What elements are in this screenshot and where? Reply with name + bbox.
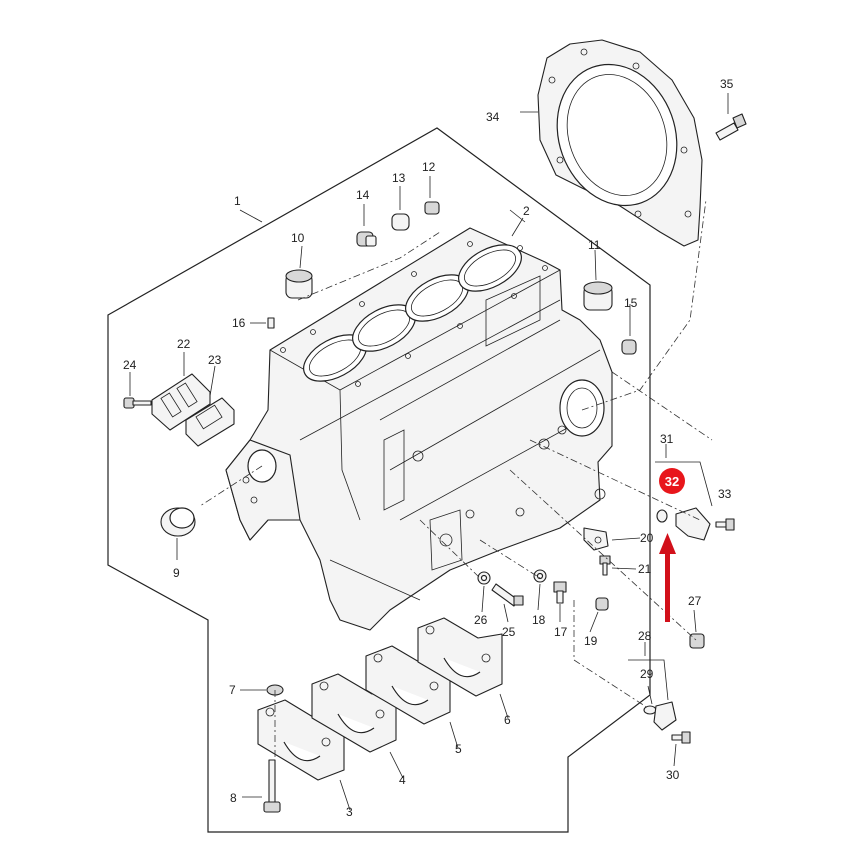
callout-5: 5 <box>455 742 462 756</box>
callout-27: 27 <box>688 594 702 608</box>
plug-12 <box>424 201 440 215</box>
centerline <box>581 199 707 411</box>
plug-14 <box>356 231 377 247</box>
callout-3: 3 <box>346 805 353 819</box>
centerline <box>529 439 701 521</box>
bolt-21 <box>599 555 611 576</box>
bolt-24 <box>123 397 152 409</box>
callout-9: 9 <box>173 566 180 580</box>
plug-27 <box>689 633 705 649</box>
callout-15: 15 <box>624 296 638 310</box>
callout-23: 23 <box>208 353 222 367</box>
callout-1: 1 <box>234 194 241 208</box>
engine-block <box>225 227 613 631</box>
bushing-11 <box>583 281 613 311</box>
callout-22: 22 <box>177 337 191 351</box>
callout-18: 18 <box>532 613 546 627</box>
bushing-10 <box>285 269 313 299</box>
callout-10: 10 <box>291 231 305 245</box>
callout-25: 25 <box>502 625 516 639</box>
bolt-33 <box>715 518 735 531</box>
callout-14: 14 <box>356 188 370 202</box>
centerline <box>297 231 441 301</box>
callout-24: 24 <box>123 358 137 372</box>
callout-4: 4 <box>399 773 406 787</box>
callout-35: 35 <box>720 77 734 91</box>
plug-19 <box>595 597 609 611</box>
callout-29: 29 <box>640 667 654 681</box>
callout-21: 21 <box>638 562 652 576</box>
washer-18 <box>533 569 547 583</box>
callout-12: 12 <box>422 160 436 174</box>
rear-seal-housing <box>537 39 703 247</box>
callout-26: 26 <box>474 613 488 627</box>
callout-11: 11 <box>588 238 601 252</box>
centerline <box>479 539 541 579</box>
callout-33: 33 <box>718 487 732 501</box>
callout-6: 6 <box>504 713 511 727</box>
highlight-callout-32: 32 <box>659 468 685 494</box>
fitting-20 <box>583 527 609 551</box>
centerline <box>573 600 649 709</box>
callout-20: 20 <box>640 531 654 545</box>
assembly-boundary <box>107 127 651 833</box>
callout-13: 13 <box>392 171 406 185</box>
centerline <box>611 371 713 441</box>
plug-15 <box>621 339 637 355</box>
callout-17: 17 <box>554 625 568 639</box>
callout-7: 7 <box>229 683 236 697</box>
callout-2: 2 <box>523 204 530 218</box>
callout-31: 31 <box>660 432 674 446</box>
gasket-23 <box>185 397 235 447</box>
bolt-30 <box>671 731 691 744</box>
bushing-9 <box>160 507 196 537</box>
callout-34: 34 <box>486 110 500 124</box>
callout-19: 19 <box>584 634 598 648</box>
sensor-31 <box>656 507 711 541</box>
highlight-arrow <box>659 533 676 622</box>
centerline <box>509 469 697 641</box>
bolt-25 <box>491 583 524 607</box>
bearing-cap-6 <box>417 617 503 697</box>
callout-8: 8 <box>230 791 237 805</box>
plug-13 <box>391 213 410 231</box>
callout-16: 16 <box>232 316 246 330</box>
bolt-17 <box>553 581 567 604</box>
bolt-8 <box>263 759 281 813</box>
pin-16 <box>267 317 275 329</box>
centerline <box>199 465 263 507</box>
centerline <box>419 519 481 579</box>
callout-28: 28 <box>638 629 652 643</box>
sensor-28 <box>643 701 677 731</box>
highlight-badge-label: 32 <box>665 474 679 489</box>
washer-26 <box>477 571 491 585</box>
cover-plate-22 <box>151 373 211 431</box>
highlight-badge <box>659 468 685 494</box>
callout-30: 30 <box>666 768 680 782</box>
bolt-35 <box>715 113 747 141</box>
